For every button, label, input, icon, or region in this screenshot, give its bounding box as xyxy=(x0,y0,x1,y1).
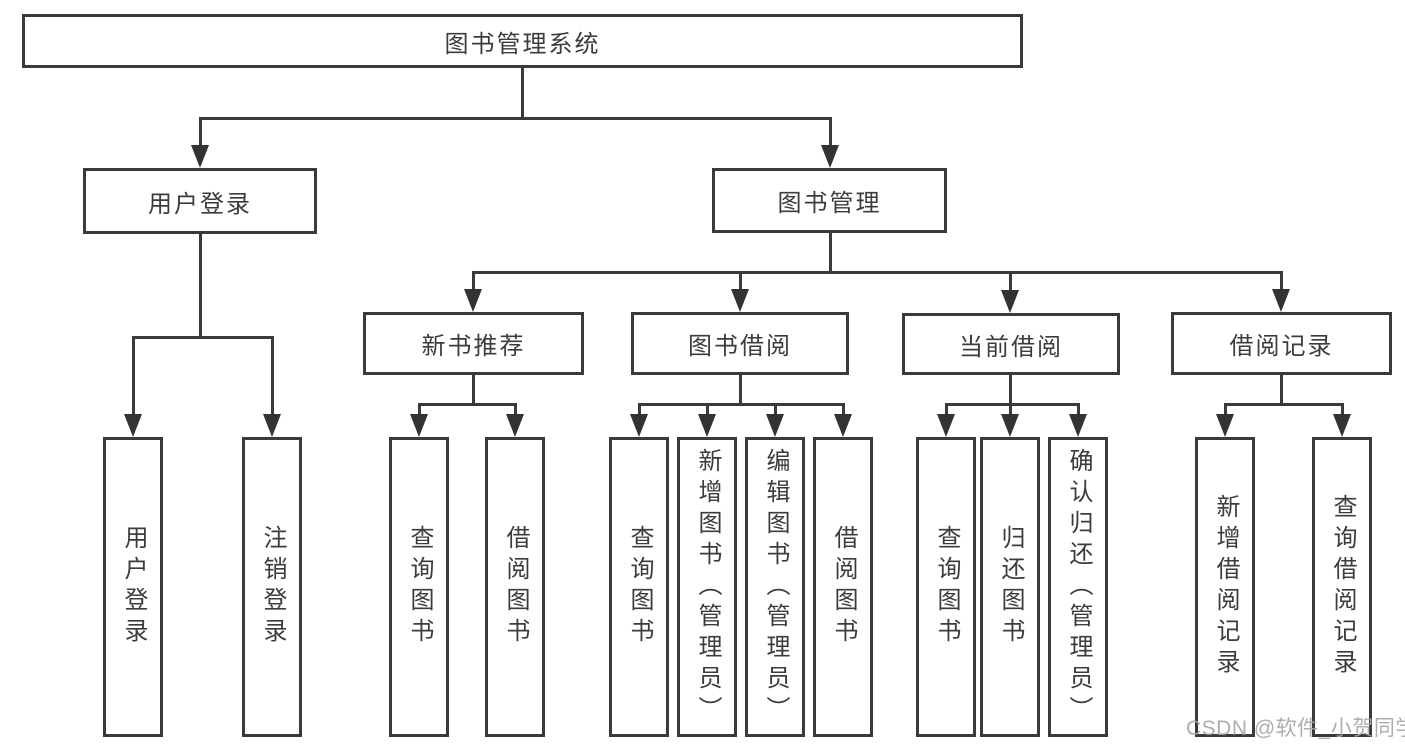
node-label: 编辑图书（管理员） xyxy=(762,447,789,727)
node-book-borrow: 图书借阅 xyxy=(631,312,849,375)
node-leaf-logout: 注销登录 xyxy=(242,437,302,737)
connector-vline xyxy=(1223,404,1227,419)
connector-vline xyxy=(198,233,202,339)
node-leaf-query-book-1: 查询图书 xyxy=(389,437,449,737)
connector-vline xyxy=(131,337,135,419)
node-new-book-rec: 新书推荐 xyxy=(363,312,584,375)
node-leaf-query-book-2: 查询图书 xyxy=(609,437,669,737)
node-label: 图书管理系统 xyxy=(444,30,601,58)
connector-vline xyxy=(738,272,742,294)
connector-vline xyxy=(471,375,475,406)
connector-hline xyxy=(944,402,1080,406)
node-label: 新书推荐 xyxy=(421,333,526,360)
connector-vline xyxy=(828,118,832,150)
node-label: 确认归还（管理员） xyxy=(1065,447,1092,727)
node-leaf-query-record: 查询借阅记录 xyxy=(1312,437,1372,737)
arrowhead-down-icon xyxy=(937,414,955,437)
node-label: 借阅记录 xyxy=(1229,333,1334,360)
arrowhead-down-icon xyxy=(731,289,749,312)
connector-vline xyxy=(1279,375,1283,406)
connector-hline xyxy=(471,270,1283,274)
arrowhead-down-icon xyxy=(1272,289,1290,312)
node-leaf-edit-book: 编辑图书（管理员） xyxy=(745,437,805,737)
connector-vline xyxy=(705,404,709,419)
connector-vline xyxy=(773,404,777,419)
connector-vline xyxy=(738,375,742,406)
node-label: 图书借阅 xyxy=(688,333,792,360)
connector-vline xyxy=(198,118,202,150)
connector-vline xyxy=(270,337,274,419)
arrowhead-down-icon xyxy=(263,414,281,437)
arrowhead-down-icon xyxy=(821,145,839,168)
arrowhead-down-icon xyxy=(1216,414,1234,437)
node-leaf-query-book-3: 查询图书 xyxy=(916,437,976,737)
arrowhead-down-icon xyxy=(630,414,648,437)
node-label: 用户登录 xyxy=(148,190,252,218)
node-book-mgmt-branch: 图书管理 xyxy=(712,168,947,233)
node-leaf-add-record: 新增借阅记录 xyxy=(1195,437,1255,737)
node-label: 查询图书 xyxy=(626,525,653,649)
node-label: 当前借阅 xyxy=(959,333,1063,361)
arrowhead-down-icon xyxy=(1333,414,1351,437)
connector-vline xyxy=(1008,272,1012,295)
arrowhead-down-icon xyxy=(464,289,482,312)
arrowhead-down-icon xyxy=(410,414,428,437)
node-label: 用户登录 xyxy=(120,525,147,649)
node-label: 借阅图书 xyxy=(502,525,529,649)
node-label: 归还图书 xyxy=(997,525,1024,649)
connector-vline xyxy=(1279,272,1283,294)
arrowhead-down-icon xyxy=(1001,290,1019,313)
connector-vline xyxy=(1340,404,1344,419)
node-current-borrow: 当前借阅 xyxy=(902,313,1120,375)
connector-hline xyxy=(1223,402,1344,406)
arrowhead-down-icon xyxy=(124,414,142,437)
connector-vline xyxy=(471,272,475,294)
connector-hline xyxy=(637,402,845,406)
node-root: 图书管理系统 xyxy=(22,14,1023,68)
arrowhead-down-icon xyxy=(1001,414,1019,437)
node-label: 图书管理 xyxy=(777,190,882,217)
node-label: 借阅图书 xyxy=(830,525,857,649)
arrowhead-down-icon xyxy=(191,145,209,168)
connector-vline xyxy=(841,404,845,419)
node-leaf-borrow-book-2: 借阅图书 xyxy=(813,437,873,737)
node-label: 查询图书 xyxy=(406,525,433,649)
connector-vline xyxy=(944,404,948,419)
connector-vline xyxy=(520,68,524,120)
node-leaf-add-book: 新增图书（管理员） xyxy=(677,437,737,737)
node-label: 注销登录 xyxy=(259,525,286,649)
connector-vline xyxy=(1008,404,1012,419)
node-leaf-return-book: 归还图书 xyxy=(980,437,1040,737)
node-leaf-user-login: 用户登录 xyxy=(103,437,163,737)
node-label: 查询借阅记录 xyxy=(1329,494,1356,680)
node-borrow-records: 借阅记录 xyxy=(1171,312,1392,375)
connector-hline xyxy=(131,335,274,339)
arrowhead-down-icon xyxy=(834,414,852,437)
connector-hline xyxy=(198,116,832,120)
connector-vline xyxy=(1076,404,1080,419)
connector-vline xyxy=(637,404,641,419)
node-label: 查询图书 xyxy=(933,525,960,649)
node-label: 新增图书（管理员） xyxy=(694,447,721,727)
node-label: 新增借阅记录 xyxy=(1212,494,1239,680)
connector-hline xyxy=(417,402,517,406)
arrowhead-down-icon xyxy=(506,414,524,437)
connector-vline xyxy=(828,233,832,274)
arrowhead-down-icon xyxy=(1069,414,1087,437)
connector-vline xyxy=(1008,374,1012,406)
connector-vline xyxy=(417,404,421,419)
csdn-watermark: CSDN @软件_小贺同学 xyxy=(1186,717,1405,740)
node-leaf-borrow-book-1: 借阅图书 xyxy=(485,437,545,737)
arrowhead-down-icon xyxy=(698,414,716,437)
node-user-login-branch: 用户登录 xyxy=(83,168,317,234)
node-leaf-confirm-return: 确认归还（管理员） xyxy=(1048,437,1108,737)
connector-vline xyxy=(513,404,517,419)
arrowhead-down-icon xyxy=(766,414,784,437)
